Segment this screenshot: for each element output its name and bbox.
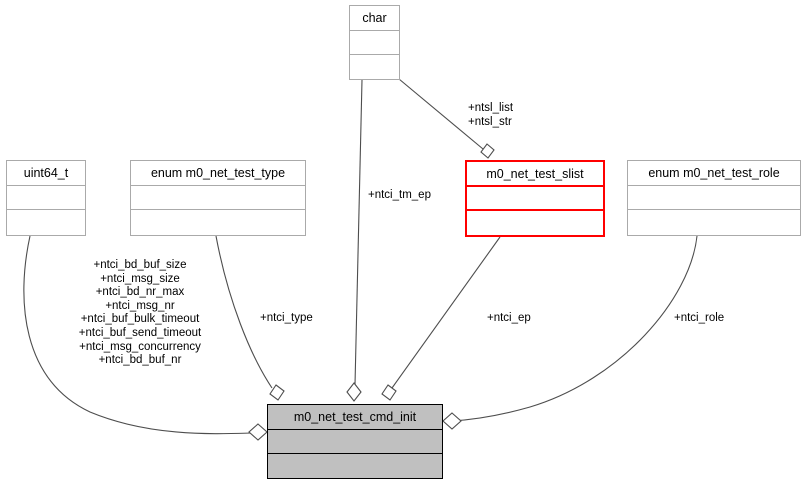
class-box-net-test-role[interactable]: enum m0_net_test_role xyxy=(627,160,801,236)
class-methods-net-test-type xyxy=(131,210,305,235)
aggregation-diamond-type xyxy=(269,384,285,401)
class-box-uint64-t[interactable]: uint64_t xyxy=(6,160,86,236)
edge-label-uint64-members: +ntci_bd_buf_size +ntci_msg_size +ntci_b… xyxy=(78,259,202,367)
edge-type-to-cmd-init xyxy=(215,235,273,389)
edge-label-tm-ep: +ntci_tm_ep xyxy=(368,189,431,201)
class-methods-uint64-t xyxy=(7,210,85,235)
edge-uint64-to-cmd-init xyxy=(23,235,254,435)
class-title-net-test-role: enum m0_net_test_role xyxy=(628,161,800,186)
aggregation-diamond-uint64 xyxy=(248,423,268,441)
class-title-net-test-type: enum m0_net_test_type xyxy=(131,161,305,186)
class-title-uint64-t: uint64_t xyxy=(7,161,85,186)
class-methods-net-test-role xyxy=(628,210,800,235)
class-box-char[interactable]: char xyxy=(349,5,400,80)
class-box-net-test-slist[interactable]: m0_net_test_slist xyxy=(465,160,605,237)
aggregation-diamond-tm-ep xyxy=(346,382,362,402)
edge-label-role: +ntci_role xyxy=(674,312,725,324)
class-attributes-cmd-init xyxy=(268,430,442,454)
class-methods-cmd-init xyxy=(268,454,442,478)
class-attributes-net-test-slist xyxy=(467,187,603,211)
class-methods-char xyxy=(350,55,399,79)
class-box-net-test-type[interactable]: enum m0_net_test_type xyxy=(130,160,306,236)
class-attributes-net-test-role xyxy=(628,186,800,210)
class-methods-net-test-slist xyxy=(467,211,603,235)
class-attributes-net-test-type xyxy=(131,186,305,210)
aggregation-diamond-slist xyxy=(480,143,495,159)
edge-label-slist-members: +ntsl_list +ntsl_str xyxy=(468,102,514,128)
class-attributes-char xyxy=(350,31,399,55)
edge-char-to-slist xyxy=(398,78,484,150)
class-title-char: char xyxy=(350,6,399,31)
edge-label-ep: +ntci_ep xyxy=(487,312,531,324)
edge-slist-to-cmd-init xyxy=(391,236,501,389)
edge-char-to-cmd-init xyxy=(354,79,363,386)
class-title-net-test-slist: m0_net_test_slist xyxy=(467,162,603,187)
aggregation-diamond-role xyxy=(442,412,462,430)
class-attributes-uint64-t xyxy=(7,186,85,210)
aggregation-diamond-ep xyxy=(381,384,397,401)
class-title-cmd-init: m0_net_test_cmd_init xyxy=(268,405,442,430)
edge-label-type: +ntci_type xyxy=(260,312,313,324)
class-box-cmd-init[interactable]: m0_net_test_cmd_init xyxy=(267,404,443,479)
edge-role-to-cmd-init xyxy=(451,235,698,422)
